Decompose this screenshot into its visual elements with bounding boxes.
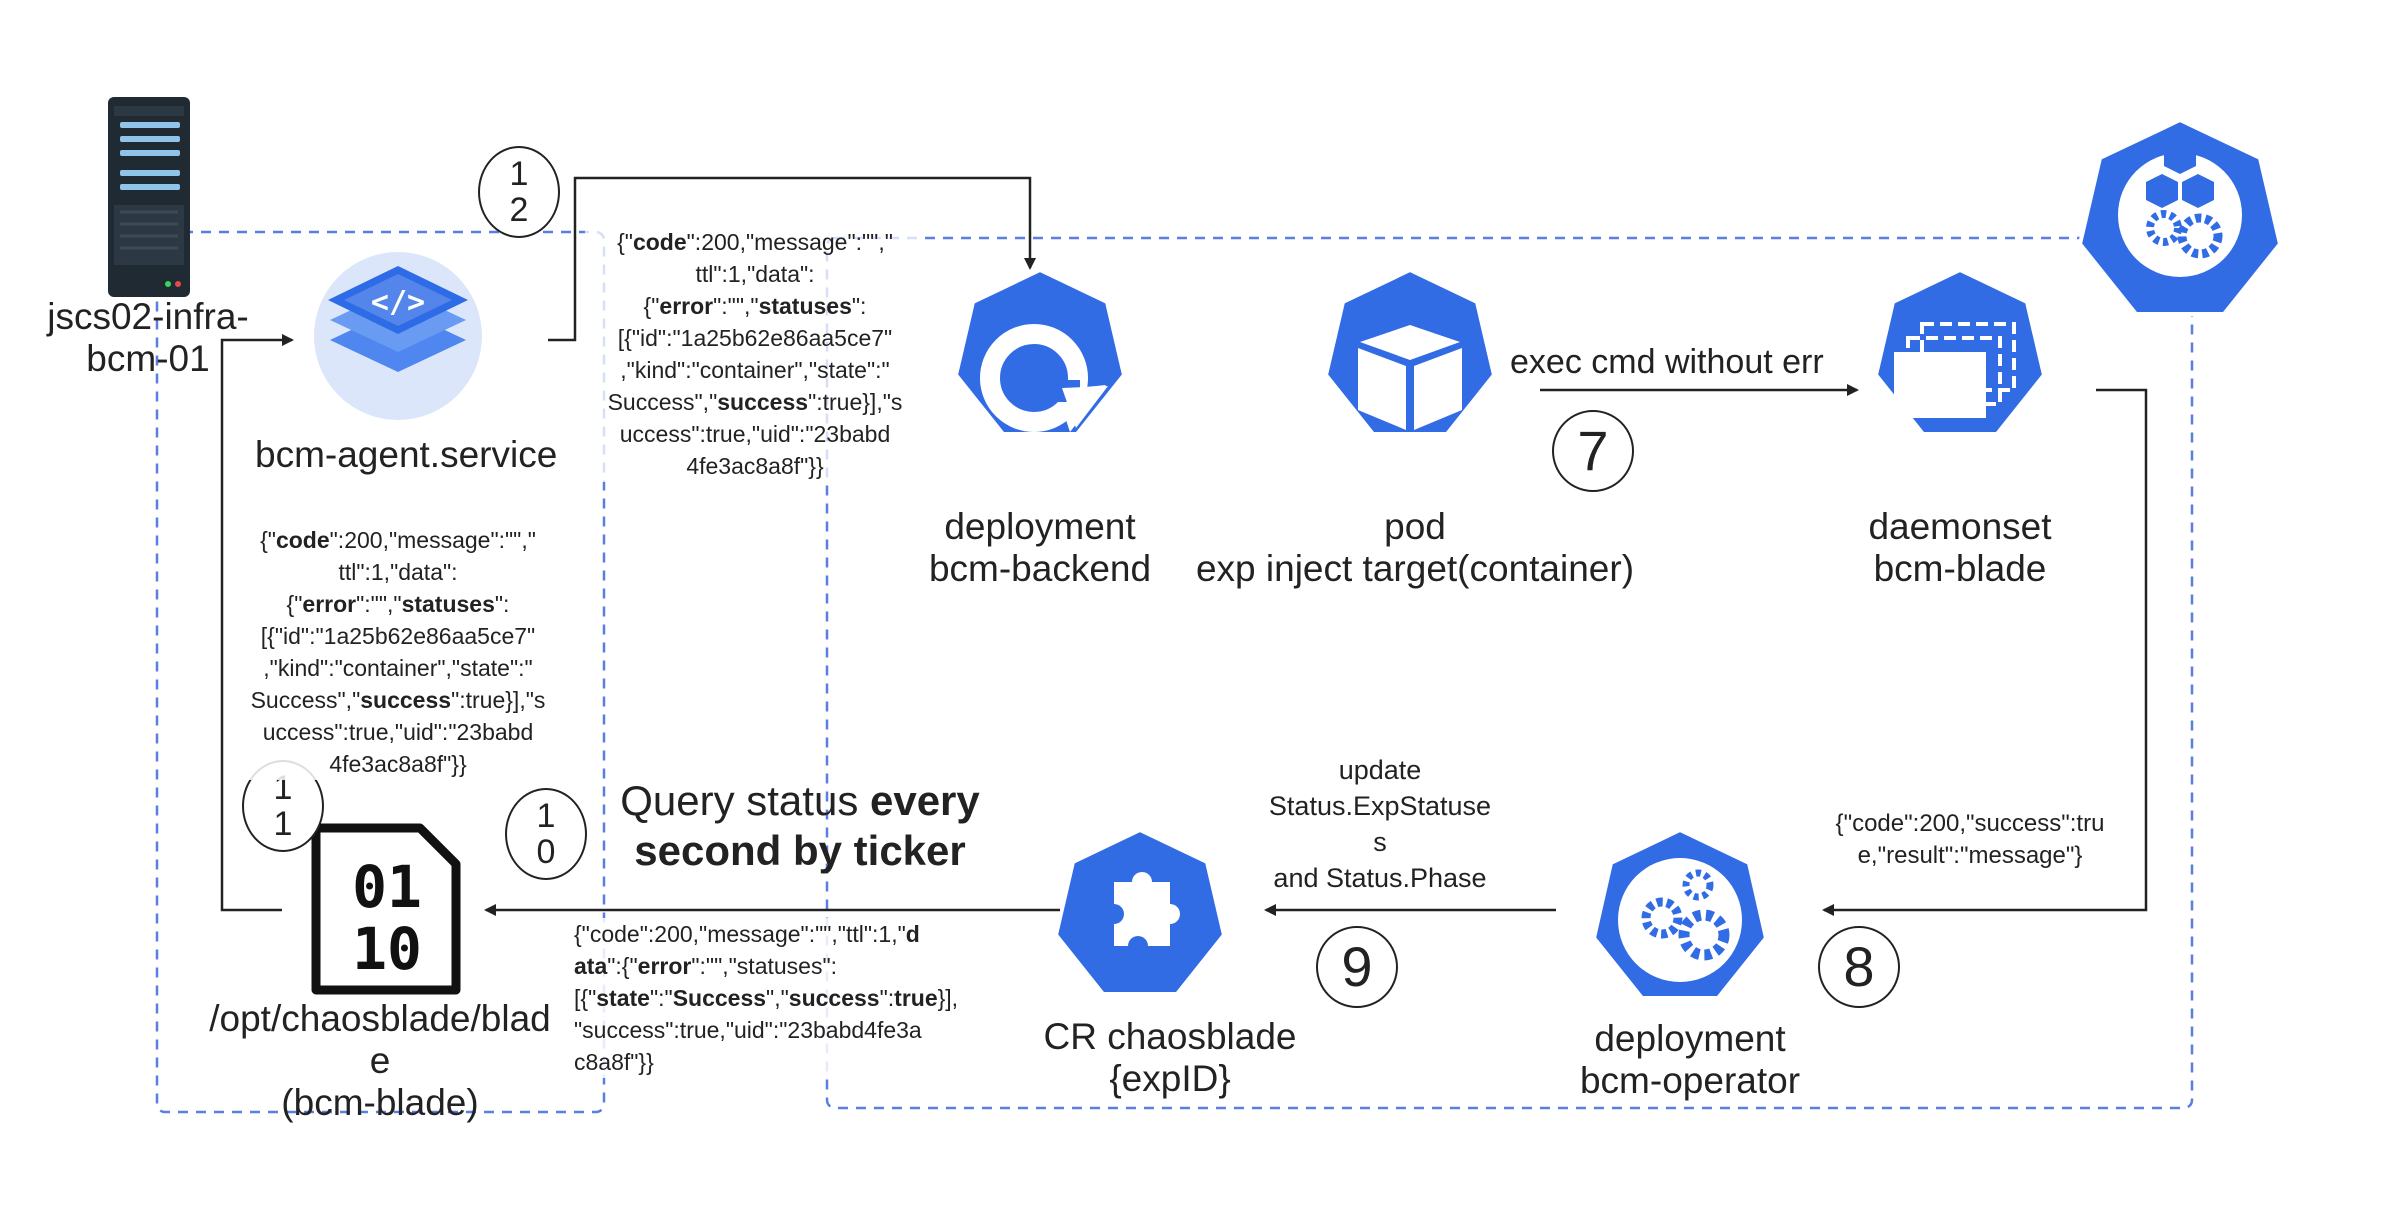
step-9-badge: 9 <box>1316 926 1398 1008</box>
backend-label: deployment bcm-backend <box>928 506 1152 589</box>
host-boundary <box>155 230 606 1114</box>
update-status-text: update Status.ExpStatuse s and Status.Ph… <box>1268 755 1492 893</box>
daemonset-label: daemonset bcm-blade <box>1868 506 2052 589</box>
svg-text:</>: </> <box>371 285 425 320</box>
crd-icon <box>1053 827 1227 996</box>
step-7-badge: 7 <box>1552 410 1634 492</box>
kubernetes-cluster-icon <box>2077 117 2283 316</box>
bottom-json-response: {"code":200,"message":"","ttl":1,"d ata"… <box>574 918 1014 1078</box>
cluster-boundary <box>825 236 2194 1110</box>
arrows <box>220 176 2148 916</box>
operator-icon <box>1591 827 1769 1000</box>
blade-file-label: /opt/chaosblade/blad e (bcm-blade) <box>209 998 551 1123</box>
step-8-badge: 8 <box>1818 926 1900 1008</box>
server-label: jscs02-infra- bcm-01 <box>47 296 249 379</box>
binary-file-icon <box>311 823 461 995</box>
daemonset-response-json: {"code":200,"success":tru e,"result":"me… <box>1835 810 2105 869</box>
pod-icon <box>1323 267 1497 436</box>
deploy-icon <box>953 267 1127 436</box>
pod-label: pod exp inject target(container) <box>1195 506 1635 589</box>
agent-layers-icon: </> <box>314 252 482 420</box>
operator-label: deployment bcm-operator <box>1579 1018 1801 1101</box>
exec-cmd-text: exec cmd without err <box>1510 343 1824 381</box>
top-json-response: {"code":200,"message":""," ttl":1,"data"… <box>585 226 925 482</box>
binary-file-digits: 01 10 <box>352 853 422 983</box>
left-json-response: {"code":200,"message":""," ttl":1,"data"… <box>228 524 568 780</box>
query-status-text: Query status every second by ticker <box>620 777 980 874</box>
server-icon <box>108 97 190 297</box>
agent-label: bcm-agent.service <box>255 434 558 475</box>
daemonset-icon <box>1873 267 2047 436</box>
cr-label: CR chaosblade {expID} <box>1043 1016 1297 1099</box>
